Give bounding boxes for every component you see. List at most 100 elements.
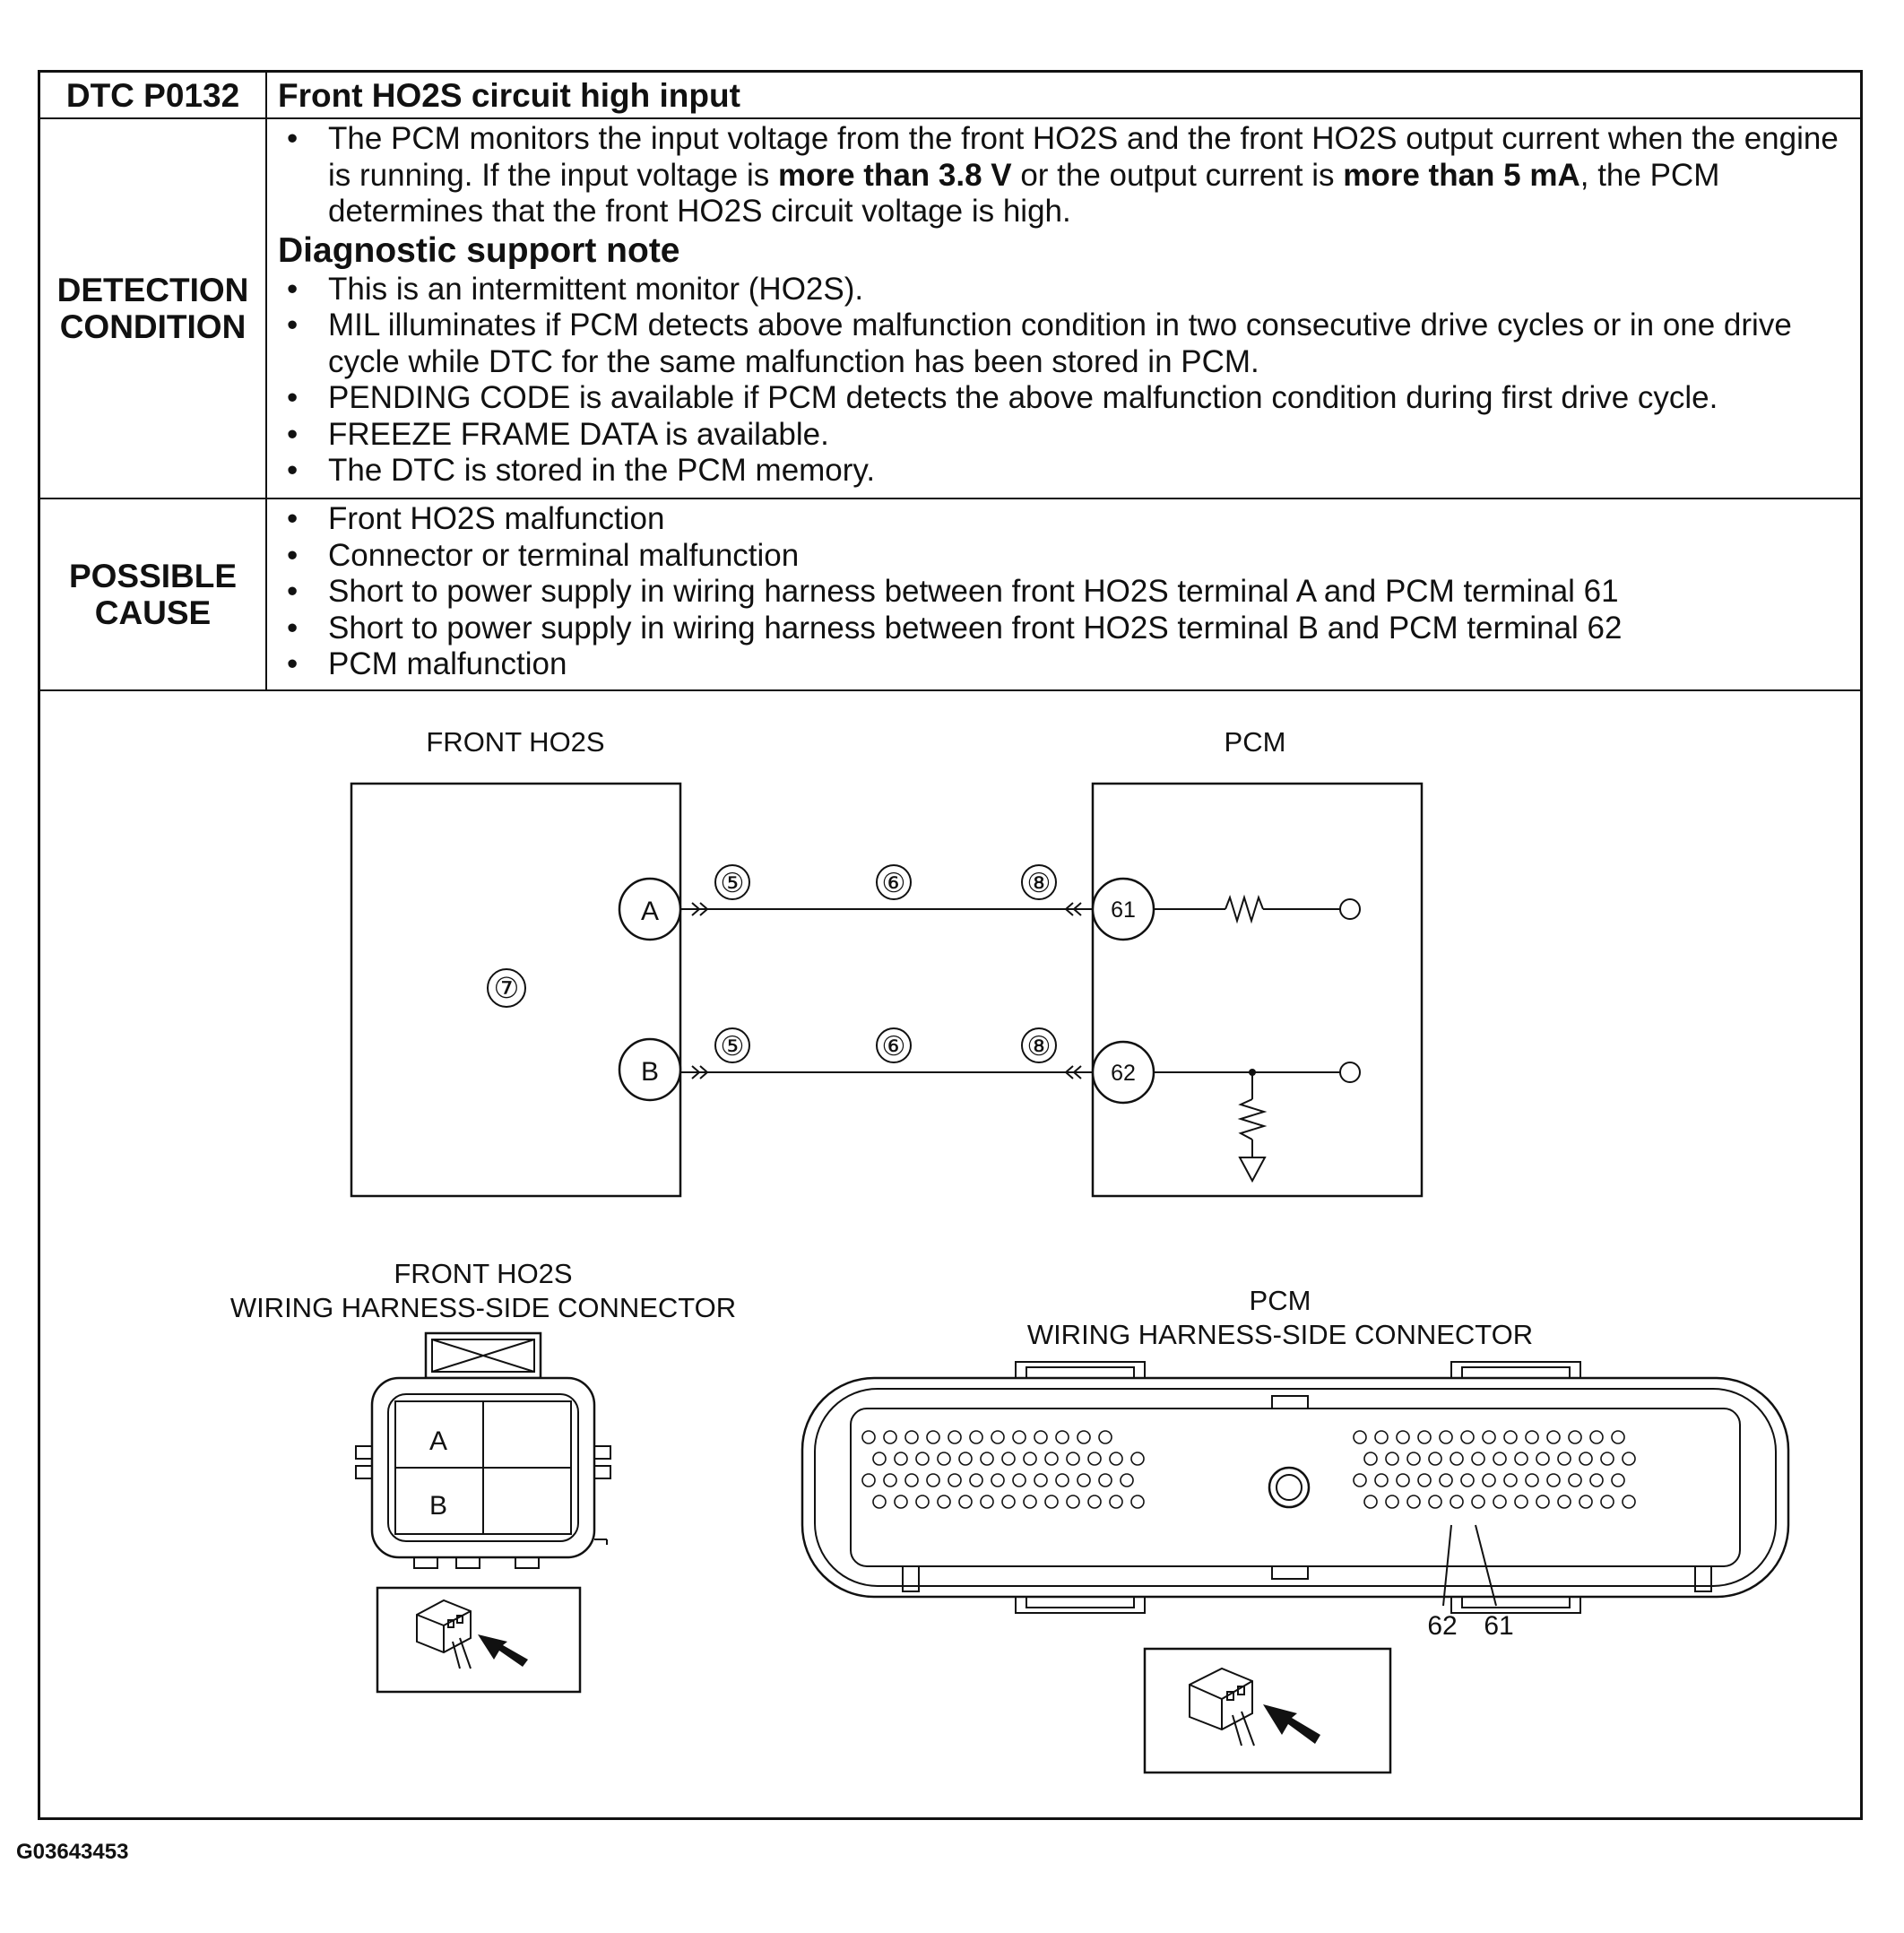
- dtc-header-row: DTC P0132 Front HO2S circuit high input: [40, 73, 1860, 119]
- pcm-pin: [948, 1473, 962, 1487]
- connector-mark: [1064, 902, 1074, 916]
- pcm-pin: [915, 1452, 930, 1466]
- pcm-connector: [801, 1361, 1790, 1614]
- pcm-pin: [1066, 1452, 1080, 1466]
- pcm-pin: [969, 1430, 983, 1444]
- pcm-pin: [1012, 1473, 1026, 1487]
- pcm-pin: [1077, 1473, 1091, 1487]
- pcm-pin-array: [861, 1430, 1636, 1509]
- sensor-connector-title-2: WIRING HARNESS-SIDE CONNECTOR: [230, 1292, 736, 1323]
- pcm-pin: [1579, 1495, 1593, 1509]
- sensor-ref-circle: [487, 968, 526, 1008]
- pcm-pin: [1055, 1430, 1069, 1444]
- pcm-pin: [1514, 1495, 1528, 1509]
- pcm-pin-61-callout: 61: [1484, 1611, 1513, 1641]
- pcm-pin: [1546, 1473, 1561, 1487]
- pcm-pin: [1406, 1495, 1421, 1509]
- wiring-diagram: FRONT HO2S PCM ⑦ A B 61 62: [230, 726, 1790, 1774]
- pcm-pin: [1353, 1430, 1367, 1444]
- terminal-a-label: A: [641, 897, 659, 926]
- pcm-pin: [926, 1473, 940, 1487]
- pcm-pin: [1536, 1495, 1550, 1509]
- pcm-pin: [1503, 1430, 1518, 1444]
- pcm-pin: [1525, 1430, 1539, 1444]
- ref-circle: [1021, 1027, 1057, 1063]
- pcm-pin: [1001, 1452, 1016, 1466]
- pcm-pin: [1087, 1452, 1102, 1466]
- ref-5: ⑤: [721, 1032, 745, 1062]
- pcm-pin: [991, 1430, 1005, 1444]
- pcm-pin: [1098, 1430, 1112, 1444]
- ref-5: ⑤: [721, 869, 745, 898]
- sensor-view-direction-inset: [376, 1586, 582, 1694]
- pcm-pin: [1363, 1495, 1378, 1509]
- pcm-pin: [1493, 1452, 1507, 1466]
- pcm-pin: [1066, 1495, 1080, 1509]
- front-ho2s-box: [350, 782, 682, 1198]
- ref-circle: [1021, 864, 1057, 900]
- detection-label-line2: CONDITION: [59, 308, 247, 345]
- pcm-pin: [904, 1473, 919, 1487]
- pcm-pin: [958, 1495, 973, 1509]
- terminal-61-label: 61: [1111, 897, 1136, 923]
- pcm-pin: [883, 1430, 897, 1444]
- pcm-pin: [1034, 1430, 1048, 1444]
- support-item: PENDING CODE is available if PCM detects…: [278, 380, 1860, 417]
- pcm-pin: [980, 1452, 994, 1466]
- cause-label-line2: CAUSE: [94, 594, 212, 631]
- sensor-ref-number: ⑦: [494, 972, 520, 1004]
- support-item: MIL illuminates if PCM detects above mal…: [278, 308, 1860, 380]
- pcm-pin: [1077, 1430, 1091, 1444]
- possible-cause-label: POSSIBLE CAUSE: [40, 499, 267, 689]
- pcm-pin: [1460, 1430, 1475, 1444]
- pcm-pin: [1600, 1495, 1614, 1509]
- pcm-pin: [1385, 1452, 1399, 1466]
- pcm-pin: [894, 1452, 908, 1466]
- pcm-pin: [1568, 1473, 1582, 1487]
- pcm-pin: [1514, 1452, 1528, 1466]
- pcm-pin: [1557, 1495, 1571, 1509]
- pcm-pin: [1493, 1495, 1507, 1509]
- detection-condition-content: The PCM monitors the input voltage from …: [267, 119, 1860, 498]
- terminal-62-label: 62: [1111, 1061, 1136, 1086]
- pcm-pin: [1503, 1473, 1518, 1487]
- pcm-pin: [1439, 1430, 1453, 1444]
- pcm-pin: [1579, 1452, 1593, 1466]
- pcm-pin: [1482, 1430, 1496, 1444]
- pcm-pin: [1611, 1473, 1625, 1487]
- ref-circle: [714, 1027, 750, 1063]
- pcm-pin: [1450, 1452, 1464, 1466]
- terminal-b: [618, 1037, 682, 1102]
- front-ho2s-connector: [355, 1331, 611, 1569]
- pcm-pin: [915, 1495, 930, 1509]
- pcm-pin: [1130, 1452, 1145, 1466]
- detection-condition-row: DETECTION CONDITION The PCM monitors the…: [40, 119, 1860, 499]
- support-item: FREEZE FRAME DATA is available.: [278, 417, 1860, 454]
- pcm-pin: [1417, 1430, 1432, 1444]
- cause-item: Connector or terminal malfunction: [278, 538, 1860, 575]
- pcm-pin: [937, 1495, 951, 1509]
- pcm-pin: [1568, 1430, 1582, 1444]
- pcm-pin: [991, 1473, 1005, 1487]
- pcm-pin: [1087, 1495, 1102, 1509]
- pcm-pin: [904, 1430, 919, 1444]
- connector-mark: [1072, 1065, 1082, 1079]
- pcm-pin: [1417, 1473, 1432, 1487]
- dtc-sheet: DTC P0132 Front HO2S circuit high input …: [38, 70, 1863, 1820]
- detection-label-line1: DETECTION: [56, 272, 249, 308]
- pcm-pin: [1525, 1473, 1539, 1487]
- connector-mark: [699, 902, 709, 916]
- pcm-pin: [872, 1452, 887, 1466]
- pcm-pin: [1130, 1495, 1145, 1509]
- ref-8: ⑧: [1027, 1032, 1052, 1062]
- pcm-pin: [1439, 1473, 1453, 1487]
- pcm-title: PCM: [1225, 726, 1286, 758]
- pcm-pin: [1450, 1495, 1464, 1509]
- cause-item: Front HO2S malfunction: [278, 501, 1860, 538]
- detection-condition-label: DETECTION CONDITION: [40, 119, 267, 498]
- pcm-pin: [1374, 1430, 1389, 1444]
- pcm-pin: [1374, 1473, 1389, 1487]
- terminal-b-label: B: [641, 1057, 659, 1087]
- front-ho2s-title: FRONT HO2S: [426, 726, 604, 758]
- pcm-pin: [1622, 1495, 1636, 1509]
